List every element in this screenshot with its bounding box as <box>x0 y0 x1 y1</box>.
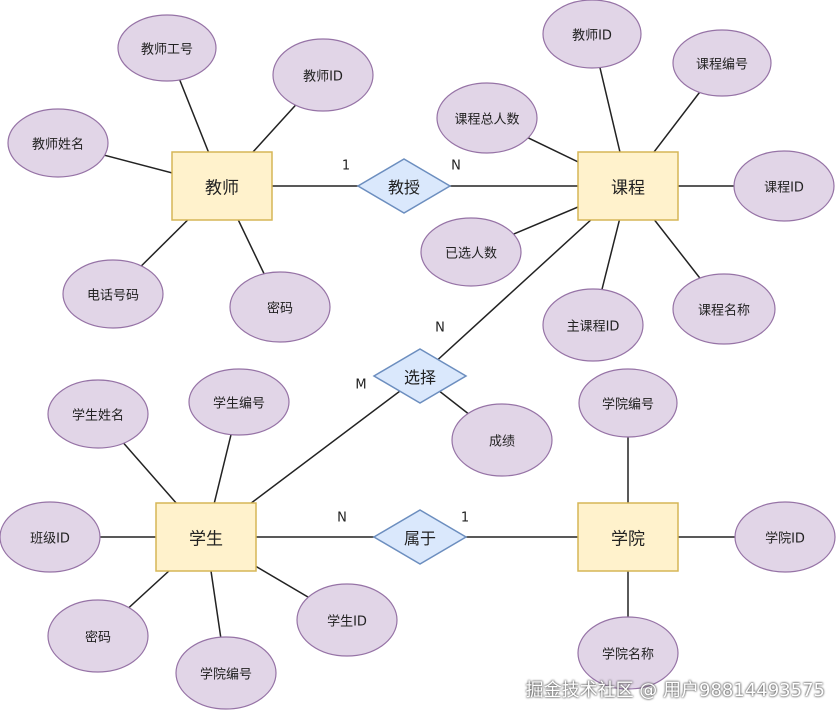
attribute-ellipse <box>62 259 164 329</box>
attribute-ellipse <box>672 273 776 345</box>
attribute-ellipse <box>47 379 149 449</box>
attribute-ellipse <box>47 599 149 673</box>
entity-box <box>577 151 679 221</box>
attribute-ellipse <box>451 403 553 477</box>
attribute-ellipse <box>117 14 217 82</box>
relationship-diamond <box>356 158 452 214</box>
entity-box <box>171 151 273 221</box>
attribute-ellipse <box>577 616 679 690</box>
attribute-ellipse <box>420 217 522 287</box>
watermark: 掘金技术社区 @ 用户98814493575 <box>525 680 825 701</box>
attribute-ellipse <box>436 82 538 154</box>
attribute-ellipse <box>734 501 836 573</box>
attribute-ellipse <box>272 38 374 112</box>
entity-box <box>577 502 679 572</box>
attribute-ellipse <box>296 583 398 657</box>
attribute-ellipse <box>229 271 331 343</box>
attribute-ellipse <box>672 29 772 97</box>
relationship-diamond <box>372 348 468 404</box>
attribute-ellipse <box>0 501 101 573</box>
entity-box <box>155 502 257 572</box>
attribute-ellipse <box>542 288 644 362</box>
relationship-diamond <box>372 509 468 565</box>
attribute-ellipse <box>175 636 277 710</box>
attribute-ellipse <box>7 108 109 178</box>
attribute-ellipse <box>733 150 835 222</box>
attribute-ellipse <box>542 0 642 69</box>
attribute-ellipse <box>578 368 678 438</box>
attribute-ellipse <box>188 368 290 436</box>
